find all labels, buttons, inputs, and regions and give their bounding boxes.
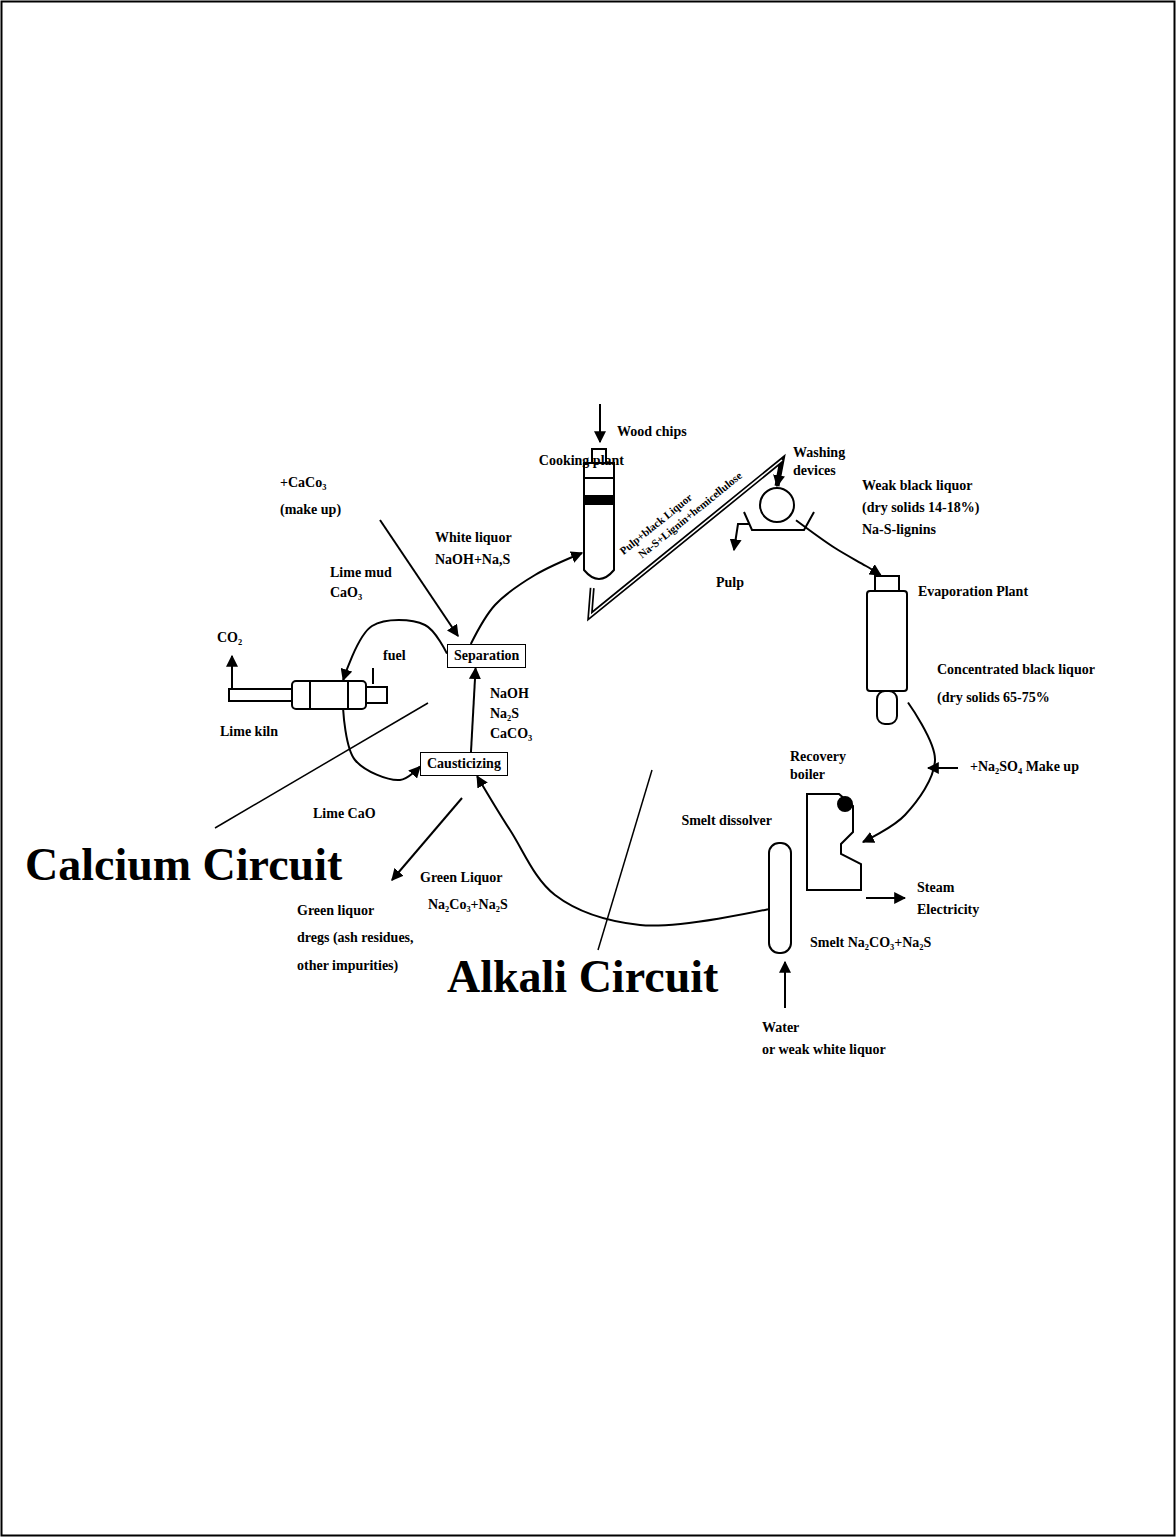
pipe-inner (590, 460, 782, 616)
equipment-drawing (805, 792, 863, 892)
stream-label: or weak white liquor (762, 1042, 886, 1058)
flow-arrow (590, 460, 782, 616)
vessel-line (584, 477, 614, 479)
stream-label: Na₂Co₃+Na₂S (428, 897, 508, 913)
stream-label: Na-S-lignins (862, 522, 936, 538)
flow-connector-group (343, 620, 447, 680)
equipment-drawing (866, 575, 908, 725)
boiler-body (807, 794, 861, 890)
stream-label: CaCO₃ (490, 726, 532, 742)
stream-label: Weak black liquor (862, 478, 972, 494)
kiln-burner (366, 687, 387, 703)
equipment-icon: Recovery boiler (805, 792, 863, 892)
stream-label: Green liquor (297, 903, 374, 919)
stream-label: NaOH+Na,S (435, 552, 510, 568)
flow-connector-group (343, 710, 420, 780)
equipment-icon: Lime kiln (228, 680, 388, 710)
input-arrow (599, 404, 601, 442)
stream-label: White liquor (435, 530, 512, 546)
output-arrow (866, 897, 905, 899)
evaporator-foot (877, 691, 897, 724)
process-label: Causticizing (427, 755, 501, 773)
flow-connector-group (590, 460, 782, 616)
kiln-ring (347, 681, 349, 709)
equipment-label: Washing devices (793, 444, 845, 479)
stream-label: Water (762, 1020, 799, 1036)
stream-label: Na₂S (490, 706, 519, 722)
stream-label: Electricity (917, 902, 979, 918)
stream-label: NaOH (490, 686, 529, 702)
process-box: Separation (447, 644, 526, 668)
output-arrow (392, 798, 462, 880)
stream-label: Lime CaO (313, 806, 376, 822)
input-arrow (928, 767, 958, 769)
evaporator-cap (875, 576, 899, 591)
stream-label: +CaCo₃ (280, 475, 326, 491)
stream-label: (dry solids 14-18%) (862, 500, 979, 516)
stream-label: Na-S+Lignin+hemicellulose (636, 469, 745, 561)
stream-label: Wood chips (617, 424, 687, 440)
equipment-icon: Washing devices (758, 486, 796, 524)
flow-connector-group (477, 776, 768, 925)
dissolver-tank (769, 843, 791, 953)
flow-arrow (477, 776, 768, 925)
input-arrow (784, 962, 786, 1008)
kiln-ring (309, 681, 311, 709)
equipment-icon: Evaporation Plant (866, 575, 908, 725)
vessel-band (584, 496, 614, 504)
kiln-tube (229, 689, 292, 701)
stream-label: CO₂ (217, 630, 242, 646)
equipment-drawing (768, 842, 792, 954)
process-box: Causticizing (420, 752, 508, 776)
leader-line (215, 703, 428, 828)
equipment-drawing (758, 486, 796, 524)
stream-label: fuel (383, 648, 406, 664)
circuit-title: Alkali Circuit (447, 952, 718, 1003)
evaporator-body (867, 591, 907, 691)
flow-arrow (343, 620, 447, 680)
flow-arrow (343, 710, 420, 780)
stream-label: Concentrated black liquor (937, 662, 1095, 678)
kiln-body (292, 681, 366, 709)
stream-label: other impurities) (297, 958, 398, 974)
flow-connector-group (863, 703, 935, 843)
equipment-label: Lime kiln (220, 723, 278, 741)
equipment-drawing (228, 680, 388, 710)
stream-label: (make up) (280, 502, 341, 518)
stream-label: dregs (ash residues, (297, 930, 414, 946)
stream-label: (dry solids 65-75% (937, 690, 1050, 706)
vessel-body (584, 463, 614, 579)
boiler-drum (838, 797, 852, 811)
equipment-label: Recovery boiler (790, 748, 846, 783)
stream-label: +Na₂SO₄ Make up (970, 759, 1079, 775)
equipment-icon: Cooking plant (582, 448, 616, 588)
process-label: Separation (454, 647, 519, 665)
stream-label: Green Liquor (420, 870, 503, 886)
stream-label: CaO₃ (330, 585, 362, 601)
equipment-label: Smelt dissolver (681, 812, 772, 830)
flow-arrow (471, 668, 476, 752)
equipment-label: Cooking plant (539, 452, 624, 470)
stream-label: Steam (917, 880, 954, 896)
pulp-outlet (734, 524, 750, 550)
stream-label: Lime mud (330, 565, 392, 581)
equipment-icon: Smelt dissolver (768, 842, 792, 954)
flow-arrow (863, 703, 935, 843)
equipment-drawing (582, 448, 616, 588)
fuel-pipe (372, 668, 374, 684)
stream-label: Smelt Na₂CO₃+Na₂S (810, 935, 931, 951)
stream-label: Pulp (716, 575, 744, 591)
washer-drum (760, 488, 794, 522)
flow-connector-group (471, 668, 476, 752)
circuit-title: Calcium Circuit (25, 840, 342, 891)
equipment-label: Evaporation Plant (918, 583, 1028, 601)
